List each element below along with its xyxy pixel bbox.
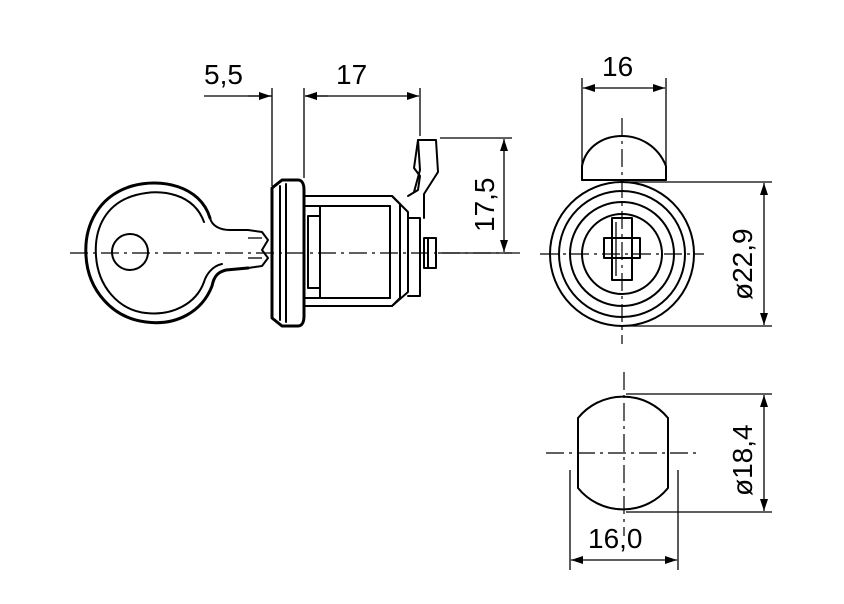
lock-body [303, 195, 409, 307]
cutout-outline [577, 395, 669, 511]
dimensions: 5,5 17 17,5 16 ø22,9 ø18,4 16,0 [204, 51, 772, 570]
dim-body-length: 17 [336, 59, 367, 90]
cam-assembly [407, 139, 439, 297]
key-shank [247, 229, 269, 269]
front-view [540, 118, 704, 344]
dim-cam-height: 17,5 [469, 178, 500, 233]
dim-cutout-width: 16,0 [588, 523, 643, 554]
cam-top [581, 135, 667, 181]
key-hole-icon [111, 233, 149, 271]
dim-flange-thickness: 5,5 [204, 59, 243, 90]
panel-cutout-view [546, 372, 700, 536]
key-bow [84, 181, 250, 325]
dim-front-width: 16 [602, 51, 633, 82]
dim-cutout-diameter: ø18,4 [727, 424, 758, 496]
dim-flange-diameter: ø22,9 [727, 228, 758, 300]
side-view [70, 139, 520, 328]
